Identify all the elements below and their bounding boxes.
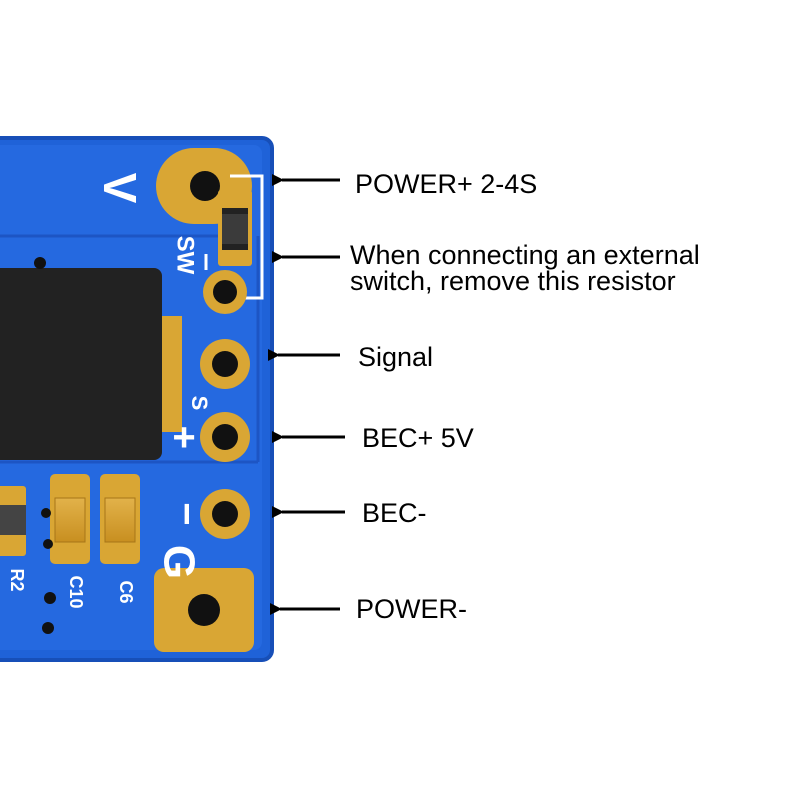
silk-plus-mark: + [172,416,195,460]
callout-signal: Signal [358,342,434,372]
c6-label: C6 [116,580,136,603]
via [42,622,54,634]
c10-label: C10 [66,575,86,608]
r2-label: R2 [7,568,27,591]
chip-pad-strip [162,316,182,432]
via [44,592,56,604]
silk-g-mark: G [154,545,203,579]
resistor-r2 [0,486,26,556]
hole-switch [213,280,237,304]
hole-bec-plus [212,424,238,450]
silk-sw-mark: SW [172,236,199,275]
main-chip [0,268,162,460]
hole-power-minus [188,594,220,626]
hole-power-plus [190,171,220,201]
callout-power-minus: POWER- [356,594,467,624]
resistor-silk-bracket [204,174,264,300]
chip-mark-dot [34,257,46,269]
callout-power-plus: POWER+ 2-4S [355,169,538,199]
capacitor-c6 [100,474,140,564]
switch-resistor [218,190,252,266]
silk-minus-mark: − [164,502,208,525]
callout-bec-minus: BEC- [362,498,427,528]
capacitor-c10 [50,474,90,564]
via [43,539,53,549]
callout-bec-plus: BEC+ 5V [362,423,474,453]
via [41,508,51,518]
silk-outline [0,234,260,464]
silk-s-mark: S [187,396,212,411]
hole-bec-minus [212,501,238,527]
hole-signal [212,351,238,377]
callout-switch-note-line1: When connecting an external [350,240,700,270]
callout-switch-note-line2: switch, remove this resistor [350,266,676,296]
silk-v-mark: V [94,173,146,204]
